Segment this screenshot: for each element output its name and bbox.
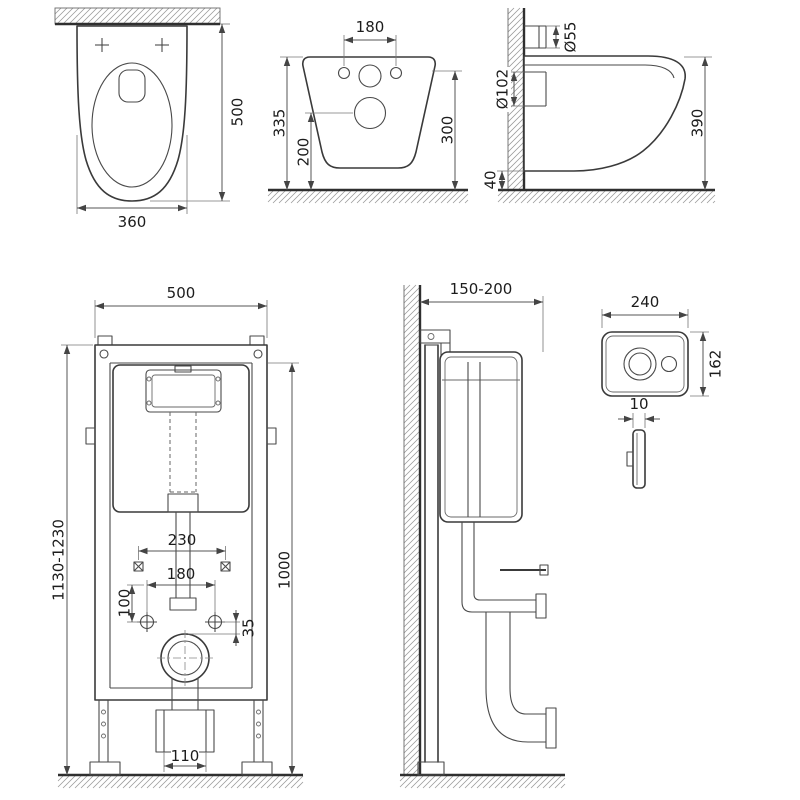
fixing-hole-marks [95,38,169,52]
view-bowl-plan: 500 360 [54,7,246,231]
wall-hatch [403,284,421,776]
legs [89,700,273,776]
label-bowl-height: 335 [270,109,288,138]
label-frame-width: 500 [167,284,196,302]
label-frame-height-range: 1130-1230 [49,519,67,601]
view-bowl-front: 180 335 200 300 [267,18,469,204]
view-frame-side: 150-200 [399,280,566,789]
flush-button-small [660,355,678,373]
dim-outlet-width: 110 [163,747,207,772]
label-outlet-height: 200 [294,138,312,167]
ground-hatch [497,189,716,204]
bowl-side-outline [523,55,686,172]
label-mount-height: 300 [438,116,456,145]
dim-plate-width: 240 [601,293,689,328]
label-frame-height: 1000 [275,551,293,589]
hanger-hole-right [253,349,263,359]
inlet-pipe-stub [524,25,547,49]
label-plate-width: 240 [631,293,660,311]
cistern-side [439,351,523,523]
wall-hatch [507,7,525,191]
outlet-pipe-stub [524,71,547,107]
dim-offset-small: 35 [188,610,257,646]
label-inlet-diameter: Ø55 [561,22,579,53]
drain-flange [545,707,557,749]
label-offset-small: 35 [239,618,257,637]
floor-hatch [399,774,566,789]
flush-button-large [623,347,657,381]
label-side-depth: 390 [688,109,706,138]
wall-bracket-right [266,427,277,445]
mount-hole-right [389,66,403,80]
flush-pipe [461,522,536,613]
dim-stud-spacing: 180 [146,565,216,614]
ground-hatch [267,189,469,204]
mount-hole-left [337,66,351,80]
plate-outline [601,331,689,397]
dim-inlet-diameter: Ø55 [546,22,579,53]
frame-outline [94,344,268,701]
drain-elbow [485,612,546,743]
dim-hole-spacing: 180 [343,18,397,66]
dim-bowl-height: 335 [270,56,303,190]
label-plate-height: 162 [706,350,724,379]
dim-plate-thickness: 10 [618,395,660,428]
wall-bracket [419,329,451,344]
foot [417,761,445,776]
label-wall-distance: 150-200 [450,280,513,298]
hanger-hole-left [99,349,109,359]
drain-outlet-box [155,709,215,753]
plate-clip [626,451,634,467]
label-hole-spacing: 180 [356,18,385,36]
label-bowl-width: 360 [118,213,147,231]
supply-studs [133,561,231,572]
dim-bowl-width: 360 [76,135,188,231]
hanger-tab-right [249,335,265,346]
hanger-tab-left [97,335,113,346]
label-clearance: 40 [481,170,499,189]
dim-frame-width: 500 [94,284,268,338]
cistern-outlet [167,493,199,513]
bowl-outline [76,25,188,202]
view-frame-front: 500 1130-1230 1000 230 [49,284,304,789]
label-outlet-diameter: Ø102 [493,69,511,109]
wall-bracket-left [85,427,96,445]
view-bowl-side: Ø55 Ø102 390 40 [481,7,716,204]
seat-opening [91,62,173,188]
dim-side-depth: 390 [684,56,712,190]
dim-clearance: 40 [481,170,524,190]
inlet-flange [535,593,547,619]
wall-hatch [54,7,221,25]
label-offset-vertical: 100 [115,589,133,618]
label-supply-spacing: 230 [168,531,197,549]
fixing-studs [137,612,225,632]
label-outlet-width: 110 [171,747,200,765]
dim-frame-height: 1000 [268,362,299,775]
seat-line [524,64,675,79]
dim-outlet-height: 200 [294,112,353,190]
dim-outlet-diameter: Ø102 [492,67,524,112]
view-flush-plate: 240 162 10 [601,293,724,489]
dim-offset-vertical: 100 [115,584,144,623]
dim-plate-height: 162 [690,331,724,397]
dim-mount-height: 300 [432,70,462,190]
flush-elbow [169,597,197,611]
access-window [145,369,222,413]
dim-supply-spacing: 230 [138,531,226,560]
floor-hatch [57,774,304,789]
dim-bowl-depth: 500 [150,23,246,202]
plate-side-view [632,429,646,489]
dim-wall-distance: 150-200 [420,280,544,352]
label-bowl-depth: 500 [228,98,246,127]
label-plate-thickness: 10 [629,395,648,413]
inlet-hole [358,64,382,88]
bowl-front-outline [301,56,437,169]
label-stud-spacing: 180 [167,565,196,583]
dim-frame-height-range: 1130-1230 [49,344,93,775]
cistern [112,364,250,513]
outlet-hole [353,96,387,130]
flush-inlet-opening [118,69,146,103]
